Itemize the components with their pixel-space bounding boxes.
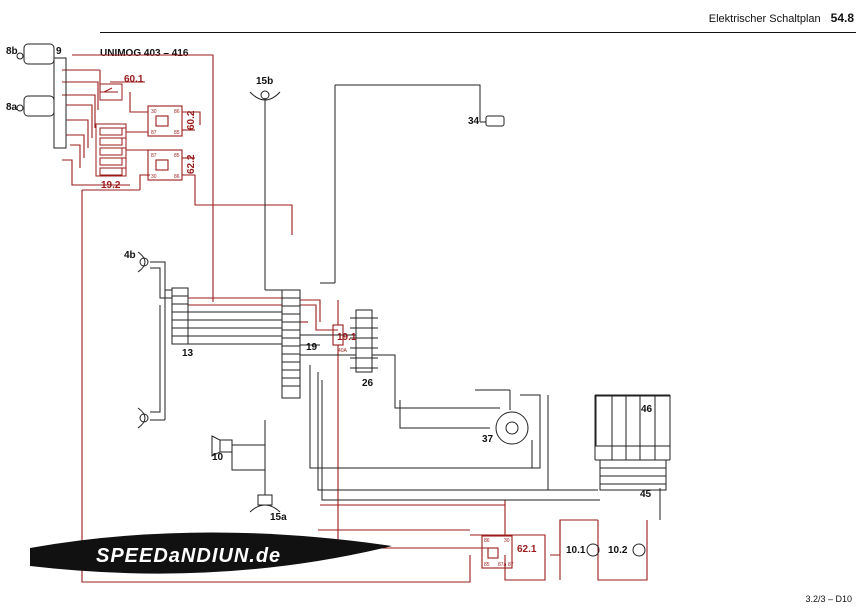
label-60-2: 60.2	[186, 110, 197, 130]
label-9: 9	[56, 46, 62, 57]
label-4b: 4b	[124, 250, 136, 261]
pin-60-2-86: 86	[174, 109, 180, 115]
pin-60-2-87: 87	[151, 130, 157, 136]
label-37: 37	[482, 434, 494, 445]
connector-13-symbol	[171, 287, 189, 345]
lamp-15b-symbol	[249, 90, 281, 101]
label-26: 26	[362, 378, 374, 389]
label-8b: 8b	[6, 46, 18, 57]
pin-62-1-30: 30	[504, 538, 510, 544]
pin-62-1-87: 87	[508, 562, 514, 568]
label-62-1: 62.1	[517, 544, 537, 555]
label-15b: 15b	[256, 76, 273, 87]
relay-62-1-symbol	[481, 535, 513, 569]
label-19-2: 19.2	[101, 180, 121, 191]
label-60-1: 60.1	[124, 74, 144, 85]
label-10: 10	[212, 452, 224, 463]
pin-62-1-85: 85	[484, 562, 490, 568]
label-13: 13	[182, 348, 194, 359]
label-8a: 8a	[6, 102, 18, 113]
header-title-text: Elektrischer Schaltplan	[708, 13, 821, 25]
page-reference: 3.2/3 – D10	[805, 594, 852, 604]
lamp-4b-symbol	[137, 251, 149, 273]
ignition-switch-37-symbol	[495, 411, 529, 445]
label-10-1: 10.1	[566, 545, 586, 556]
pin-62-2-86: 86	[174, 174, 180, 180]
relay-pin-labels: 30 86 87 85 85 87 30 86 86 30 85 87a 87	[151, 109, 514, 568]
relay-62-2-symbol	[147, 149, 183, 181]
component-labels: 8b 9 8a 60.1 60.2 62.2 19.2 15b 34 4b 13…	[6, 46, 653, 556]
pin-62-2-30: 30	[151, 174, 157, 180]
pin-62-1-87a: 87a	[498, 562, 507, 568]
header-title: Elektrischer Schaltplan 54.8	[709, 11, 854, 25]
watermark: SPEEDaNDIUN.de	[30, 532, 392, 574]
label-46: 46	[641, 404, 653, 415]
relay-60-1-symbol	[99, 83, 123, 101]
page-number: 54.8	[830, 11, 854, 25]
label-45: 45	[640, 489, 652, 500]
label-15a: 15a	[270, 512, 287, 523]
horns-10-1-10-2-symbol	[586, 543, 646, 557]
model-label: UNIMOG 403 – 416	[100, 48, 189, 59]
label-19: 19	[306, 342, 318, 353]
label-10-2: 10.2	[608, 545, 628, 556]
label-19-1: 19.1	[337, 332, 357, 343]
label-19-1-rating: 40A	[338, 348, 348, 354]
block-26-symbol	[350, 309, 378, 373]
switch-34-symbol	[480, 115, 505, 127]
pin-62-2-85: 85	[174, 153, 180, 159]
fuse-19-1-symbol	[332, 324, 344, 346]
block-45-symbol	[599, 459, 667, 491]
horn-10-symbol	[211, 435, 233, 457]
lamp-lower-left-symbol	[137, 407, 149, 429]
watermark-text: SPEEDaNDIUN.de	[96, 545, 281, 567]
header-rule	[100, 32, 856, 33]
red-wires	[62, 54, 648, 583]
black-wires	[150, 84, 671, 520]
fuse-block-19-2-symbol	[95, 123, 127, 177]
label-34: 34	[468, 116, 480, 127]
pin-62-1-86: 86	[484, 538, 490, 544]
connector-block-19-symbol	[281, 289, 301, 399]
relay-60-2-symbol	[147, 105, 183, 137]
lamp-15a-symbol	[249, 494, 281, 513]
pin-62-2-87: 87	[151, 153, 157, 159]
pin-60-2-30: 30	[151, 109, 157, 115]
label-62-2: 62.2	[186, 154, 197, 174]
pin-60-2-85: 85	[174, 130, 180, 136]
block-46-symbol	[595, 395, 671, 447]
connector-8b-8a-symbol	[16, 43, 67, 149]
